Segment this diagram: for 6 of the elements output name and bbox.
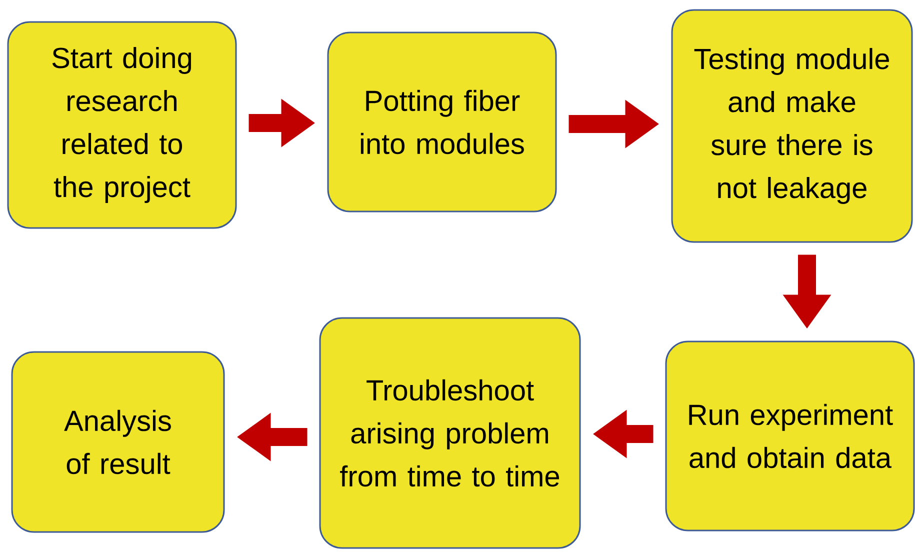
process-box: Testing module and make sure there is not leakage bbox=[671, 9, 913, 243]
process-box: Troubleshoot arising problem from time to time bbox=[319, 317, 581, 549]
process-box: Analysis of result bbox=[11, 351, 225, 533]
process-box: Potting fiber into modules bbox=[327, 32, 557, 212]
process-box: Start doing research related to the project bbox=[7, 21, 237, 229]
process-box: Run experiment and obtain data bbox=[665, 340, 915, 532]
